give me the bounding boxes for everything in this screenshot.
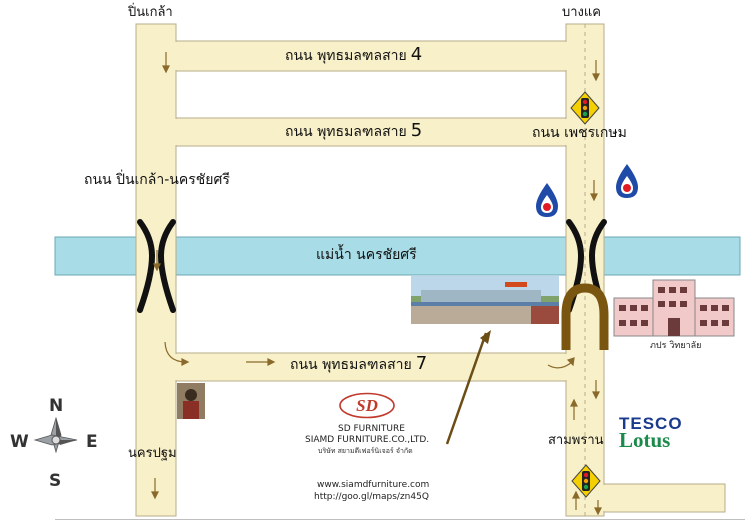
compass-west: W xyxy=(10,432,29,452)
compass-east: E xyxy=(86,432,98,452)
label-bangkhae: บางแค xyxy=(562,5,601,20)
road-pinklao xyxy=(135,23,177,517)
divider xyxy=(55,519,745,520)
company-name-en: SD FURNITURE xyxy=(338,424,405,434)
label-school: ภปร วิทยาลัย xyxy=(650,341,702,351)
traffic-light-icon xyxy=(570,91,600,125)
company-website[interactable]: www.siamdfurniture.com xyxy=(317,480,430,490)
u-turn-icon xyxy=(561,283,609,350)
company-name-full: SIAMD FURNITURE.CO.,LTD. xyxy=(305,435,430,445)
tesco-logo: TESCO xyxy=(619,414,683,433)
label-pinklao: ปิ่นเกล้า xyxy=(128,5,173,20)
compass-icon xyxy=(33,416,78,454)
label-nakhon-pathom: นครปฐม xyxy=(128,446,177,461)
building-icon xyxy=(613,279,735,337)
svg-text:SD: SD xyxy=(356,396,378,415)
bridge-icon-pinklao xyxy=(137,219,176,313)
traffic-light-icon xyxy=(571,464,601,498)
road-bottom-right xyxy=(603,483,726,513)
company-map-link[interactable]: http://goo.gl/maps/zn45Q xyxy=(314,492,429,502)
road-phutthamonthon-4 xyxy=(175,40,567,72)
factory-photo xyxy=(411,276,559,324)
company-logo: SD xyxy=(338,392,396,419)
company-name-th: บริษัท สยามดีเฟอร์นิเจอร์ จำกัด xyxy=(318,447,413,455)
compass-north: N xyxy=(49,396,64,416)
label-pinklao-nakhonchaisi: ถนน ปิ่นเกล้า-นครชัยศรี xyxy=(84,172,230,188)
gas-station-icon xyxy=(616,164,638,198)
label-petchkasem: ถนน เพชรเกษม xyxy=(532,125,627,141)
direction-arrows xyxy=(151,52,602,516)
road-phutthamonthon-5 xyxy=(175,117,567,147)
gas-station-icon xyxy=(536,183,558,217)
pointer-arrow xyxy=(445,330,491,445)
label-river: แม่น้ำ นครชัยศรี xyxy=(316,247,417,263)
avatar xyxy=(177,383,205,419)
label-sam-phran: สามพราน xyxy=(548,433,604,448)
compass-south: S xyxy=(49,471,62,491)
lotus-logo: Lotus xyxy=(619,428,671,452)
